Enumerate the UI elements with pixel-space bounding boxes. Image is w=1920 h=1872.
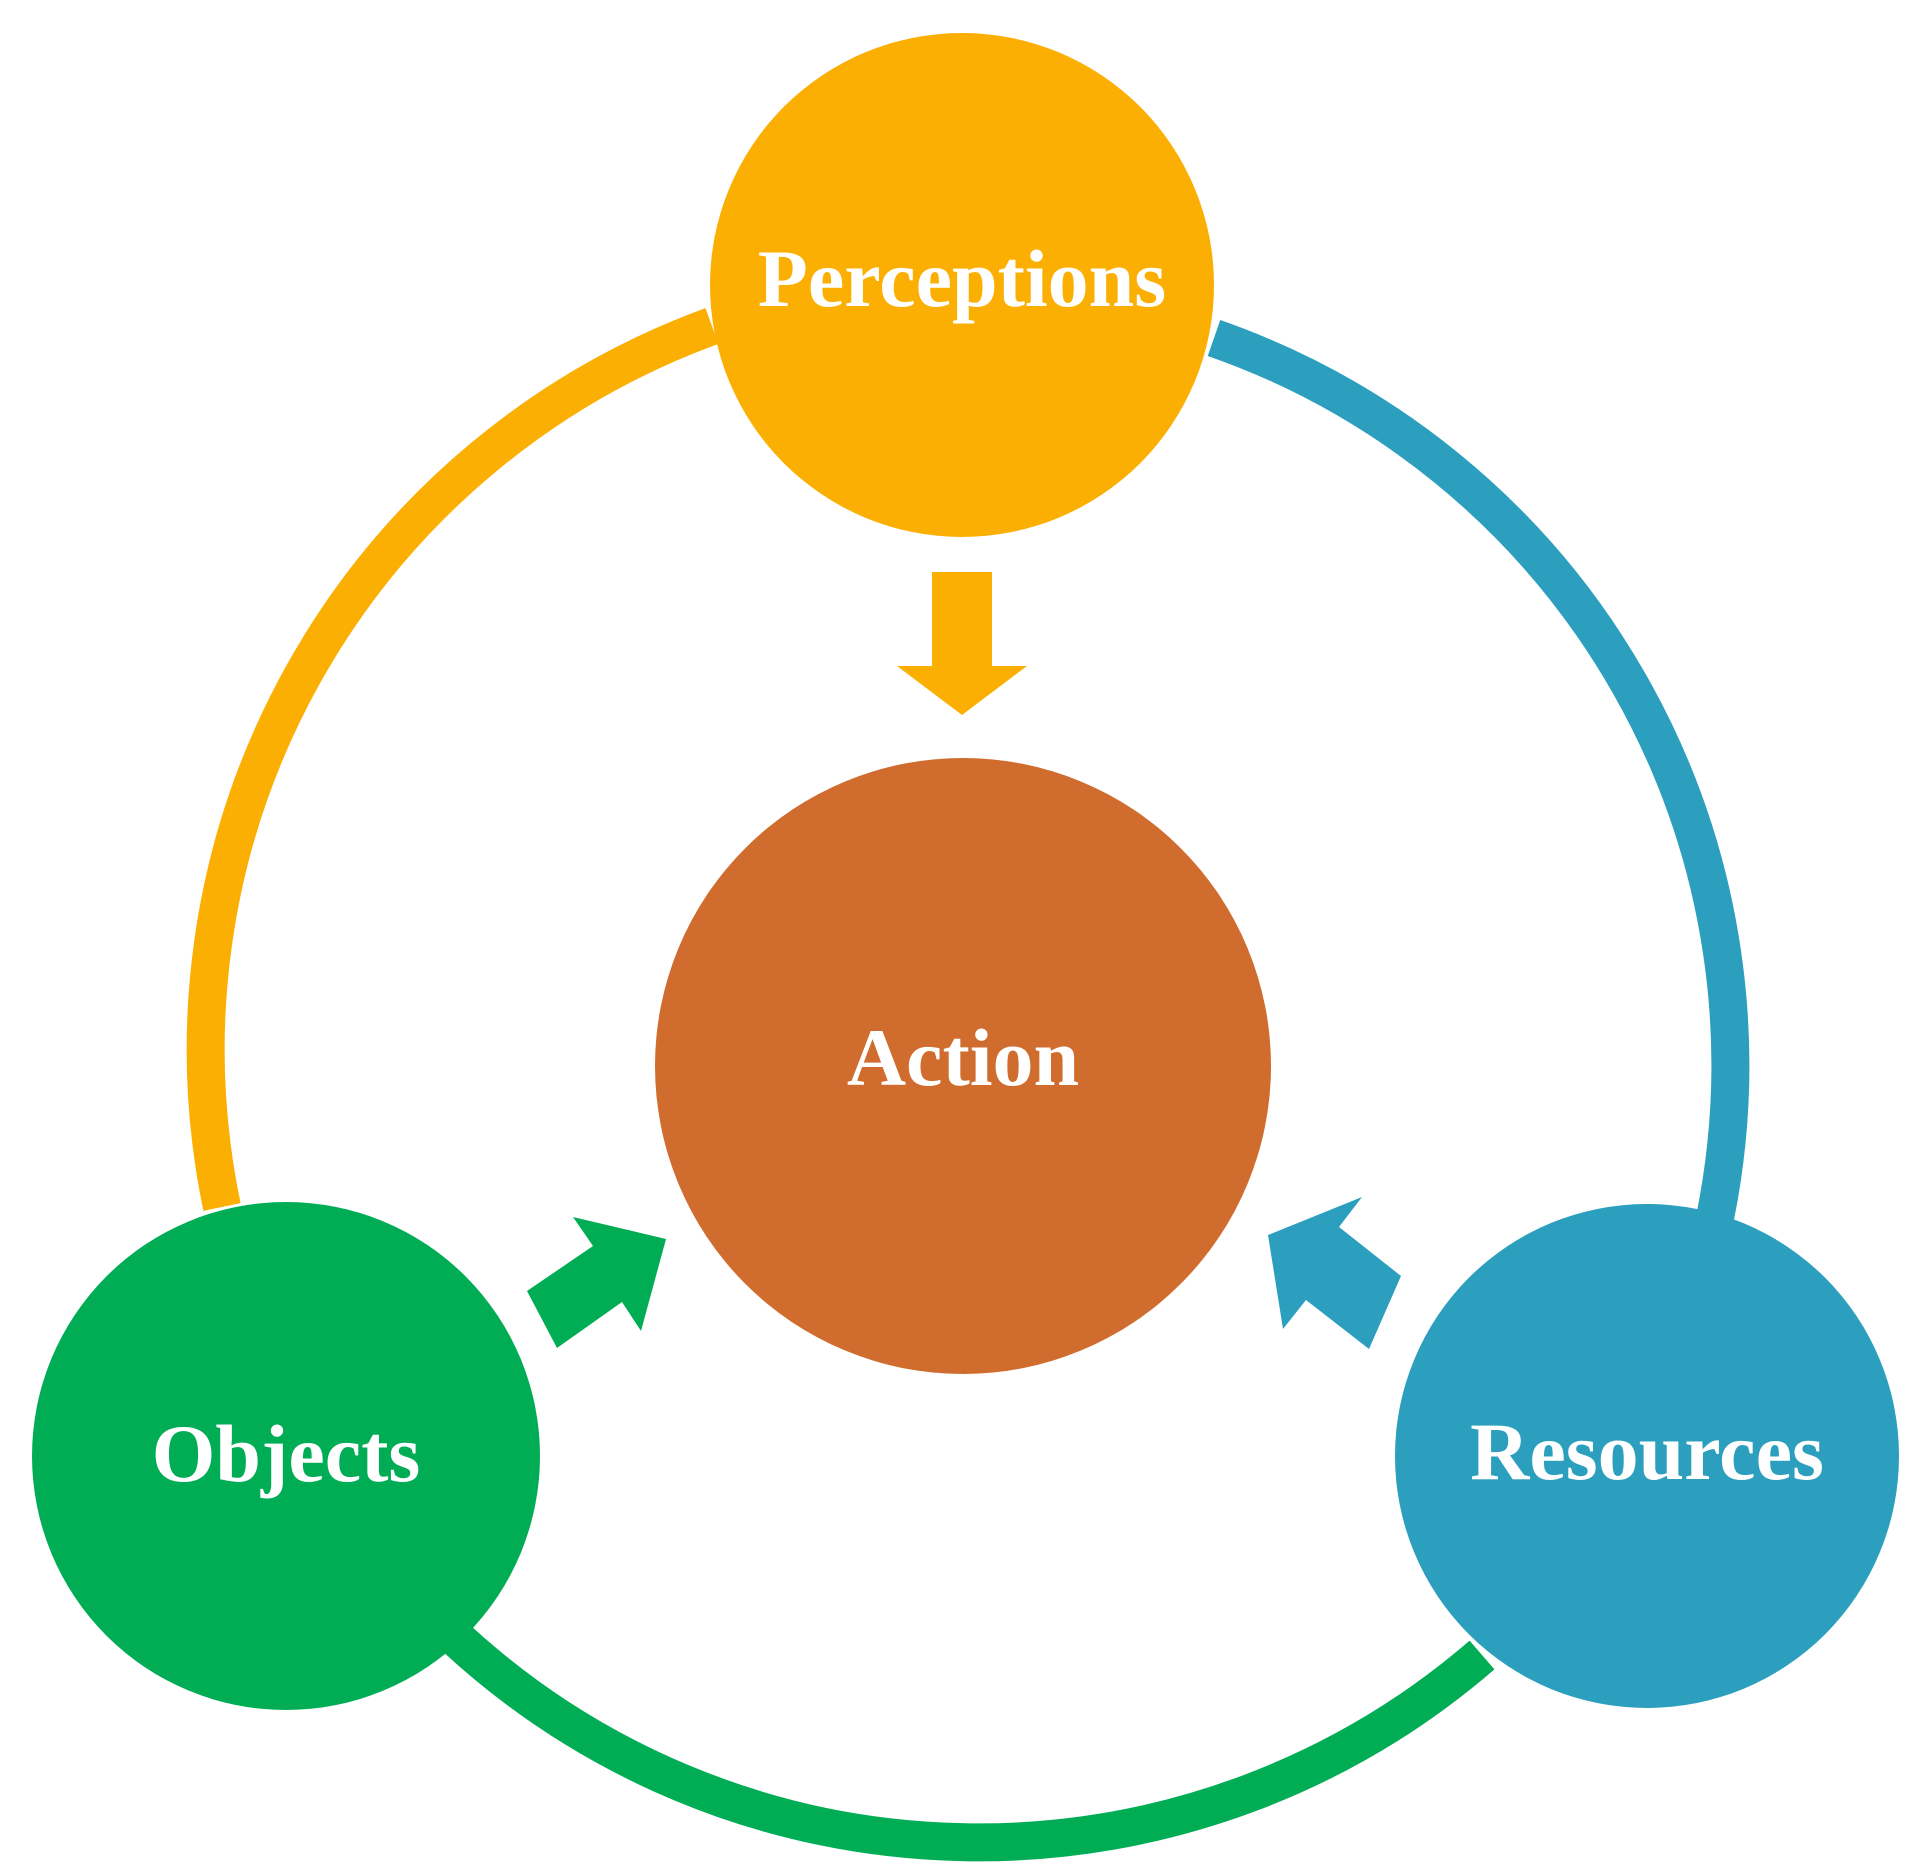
ring-segment-perceptions-resources [1207, 320, 1750, 1222]
node-action: Action [655, 758, 1271, 1374]
node-objects-label: Objects [152, 1408, 421, 1499]
node-resources-label: Resources [1470, 1406, 1824, 1497]
node-perceptions: Perceptions [710, 33, 1214, 537]
node-resources: Resources [1395, 1204, 1899, 1708]
node-action-label: Action [847, 1012, 1079, 1103]
arrow-objects-to-action [527, 1217, 666, 1348]
objects-circle [32, 1202, 540, 1710]
perceptions-circle [710, 33, 1214, 537]
ring-segment-resources-objects [442, 1623, 1495, 1862]
node-perceptions-label: Perceptions [758, 233, 1166, 324]
node-objects: Objects [32, 1202, 540, 1710]
arrow-perceptions-to-action [897, 572, 1027, 715]
arrow-resources-to-action [1268, 1197, 1401, 1349]
action-circle [655, 758, 1271, 1374]
resources-circle [1395, 1204, 1899, 1708]
ring-segment-objects-perceptions [186, 308, 719, 1211]
